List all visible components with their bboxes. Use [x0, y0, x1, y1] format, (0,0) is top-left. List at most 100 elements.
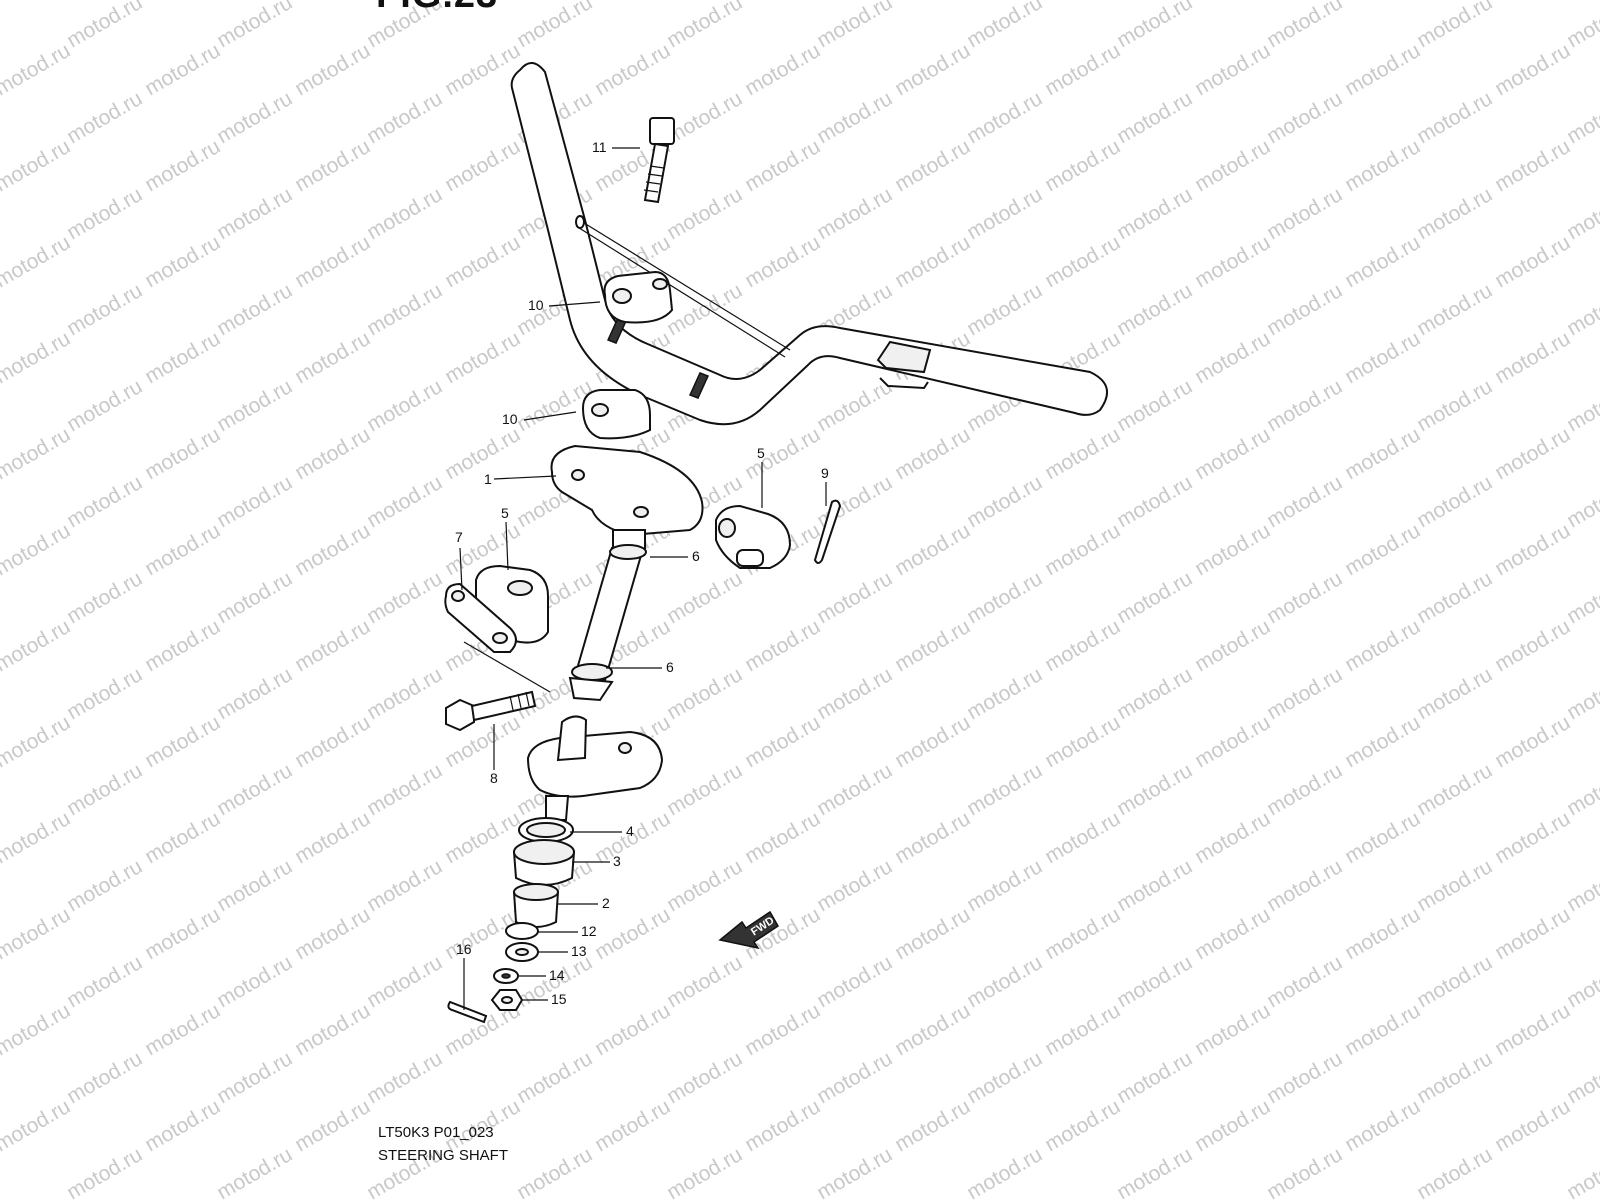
watermark-text: motod.ru	[1413, 471, 1496, 532]
watermark-text: motod.ru	[0, 999, 74, 1060]
watermark-text: motod.ru	[963, 279, 1046, 340]
watermark-text: motod.ru	[1041, 807, 1124, 868]
watermark-text: motod.ru	[1491, 327, 1574, 388]
watermark-text: motod.ru	[0, 231, 74, 292]
watermark-text: motod.ru	[1413, 279, 1496, 340]
callout-7: 7	[455, 529, 463, 545]
watermark-text: motod.ru	[663, 183, 746, 244]
watermark-text: motod.ru	[141, 903, 224, 964]
plate-7	[444, 582, 517, 653]
watermark-text: motod.ru	[1191, 423, 1274, 484]
watermark-text: motod.ru	[1191, 999, 1274, 1060]
watermark-text: motod.ru	[963, 87, 1046, 148]
watermark-text: motod.ru	[663, 663, 746, 724]
clamp-upper-10	[603, 270, 674, 324]
watermark-text: motod.ru	[663, 855, 746, 916]
watermark-text: motod.ru	[63, 759, 146, 820]
callout-8: 8	[490, 770, 498, 786]
watermark-text: motod.ru	[813, 183, 896, 244]
watermark-text: motod.ru	[1263, 1047, 1346, 1108]
watermark-text: motod.ru	[813, 375, 896, 436]
watermark-text: motod.ru	[291, 423, 374, 484]
watermark-text: motod.ru	[63, 951, 146, 1012]
watermark-text: motod.ru	[891, 903, 974, 964]
watermark-text: motod.ru	[363, 375, 446, 436]
watermark-text: motod.ru	[1491, 999, 1574, 1060]
watermark-text: motod.ru	[1341, 807, 1424, 868]
watermark-text: motod.ru	[1041, 39, 1124, 100]
watermark-text: motod.ru	[1263, 471, 1346, 532]
watermark-text: motod.ru	[1113, 855, 1196, 916]
seal-4	[518, 817, 574, 843]
watermark-text: motod.ru	[1191, 903, 1274, 964]
watermark-text: motod.ru	[213, 567, 296, 628]
bushing-2	[512, 883, 560, 928]
watermark-text: motod.ru	[1413, 567, 1496, 628]
watermark-text: motod.ru	[591, 999, 674, 1060]
watermark-text: motod.ru	[663, 87, 746, 148]
watermark-text: motod.ru	[813, 1047, 896, 1108]
watermark-text: motod.ru	[63, 567, 146, 628]
watermark-text: motod.ru	[963, 567, 1046, 628]
watermark-text: motod.ru	[0, 807, 74, 868]
watermark-text: motod.ru	[1041, 135, 1124, 196]
watermark-text: motod.ru	[141, 1095, 224, 1156]
watermark-text: motod.ru	[363, 663, 446, 724]
watermark-text: motod.ru	[1491, 423, 1574, 484]
watermark-text: motod.ru	[1413, 1047, 1496, 1108]
watermark-text: motod.ru	[291, 999, 374, 1060]
watermark-text: motod.ru	[1113, 759, 1196, 820]
watermark-text: motod.ru	[1191, 1095, 1274, 1156]
callout-6-lower: 6	[666, 659, 674, 675]
watermark-text: motod.ru	[1563, 0, 1600, 52]
watermark-text: motod.ru	[213, 279, 296, 340]
watermark-text: motod.ru	[291, 711, 374, 772]
callout-12: 12	[581, 923, 597, 939]
watermark-text: motod.ru	[213, 183, 296, 244]
watermark-text: motod.ru	[1341, 135, 1424, 196]
watermark-text: motod.ru	[363, 759, 446, 820]
callout-6-upper: 6	[692, 548, 700, 564]
watermark-text: motod.ru	[663, 1143, 746, 1200]
watermark-text: motod.ru	[891, 807, 974, 868]
watermark-text: motod.ru	[1113, 279, 1196, 340]
watermark-text: motod.ru	[141, 807, 224, 868]
callout-14: 14	[549, 967, 565, 983]
watermark-text: motod.ru	[1413, 183, 1496, 244]
watermark-text: motod.ru	[741, 711, 824, 772]
watermark-text: motod.ru	[63, 1143, 146, 1200]
watermark-text: motod.ru	[891, 135, 974, 196]
watermark-text: motod.ru	[1563, 375, 1600, 436]
watermark-text: motod.ru	[891, 711, 974, 772]
watermark-text: motod.ru	[813, 951, 896, 1012]
watermark-text: motod.ru	[741, 231, 824, 292]
watermark-text: motod.ru	[1263, 1143, 1346, 1200]
watermark-text: motod.ru	[1041, 423, 1124, 484]
watermark-text: motod.ru	[813, 87, 896, 148]
steering-stem	[526, 715, 664, 821]
watermark-text: motod.ru	[441, 231, 524, 292]
watermark-text: motod.ru	[1113, 183, 1196, 244]
watermark-text: motod.ru	[663, 1047, 746, 1108]
watermark-text: motod.ru	[1563, 1047, 1600, 1108]
watermark-text: motod.ru	[441, 423, 524, 484]
watermark-text: motod.ru	[1191, 231, 1274, 292]
watermark-text: motod.ru	[0, 903, 74, 964]
watermark-text: motod.ru	[813, 0, 896, 52]
watermark-text: motod.ru	[213, 663, 296, 724]
watermark-text: motod.ru	[1113, 87, 1196, 148]
watermark-text: motod.ru	[291, 903, 374, 964]
bolt-11	[643, 117, 675, 204]
washer-13	[505, 942, 539, 962]
watermark-text: motod.ru	[363, 279, 446, 340]
watermark-text: motod.ru	[1563, 951, 1600, 1012]
watermark-text: motod.ru	[1041, 615, 1124, 676]
watermark-text: motod.ru	[891, 1095, 974, 1156]
watermark-text: motod.ru	[63, 183, 146, 244]
watermark-text: motod.ru	[963, 759, 1046, 820]
watermark-text: motod.ru	[141, 39, 224, 100]
bearing-3	[512, 839, 576, 886]
cotter-pin-9	[813, 499, 842, 564]
watermark-text: motod.ru	[141, 423, 224, 484]
watermark-text: motod.ru	[1413, 951, 1496, 1012]
